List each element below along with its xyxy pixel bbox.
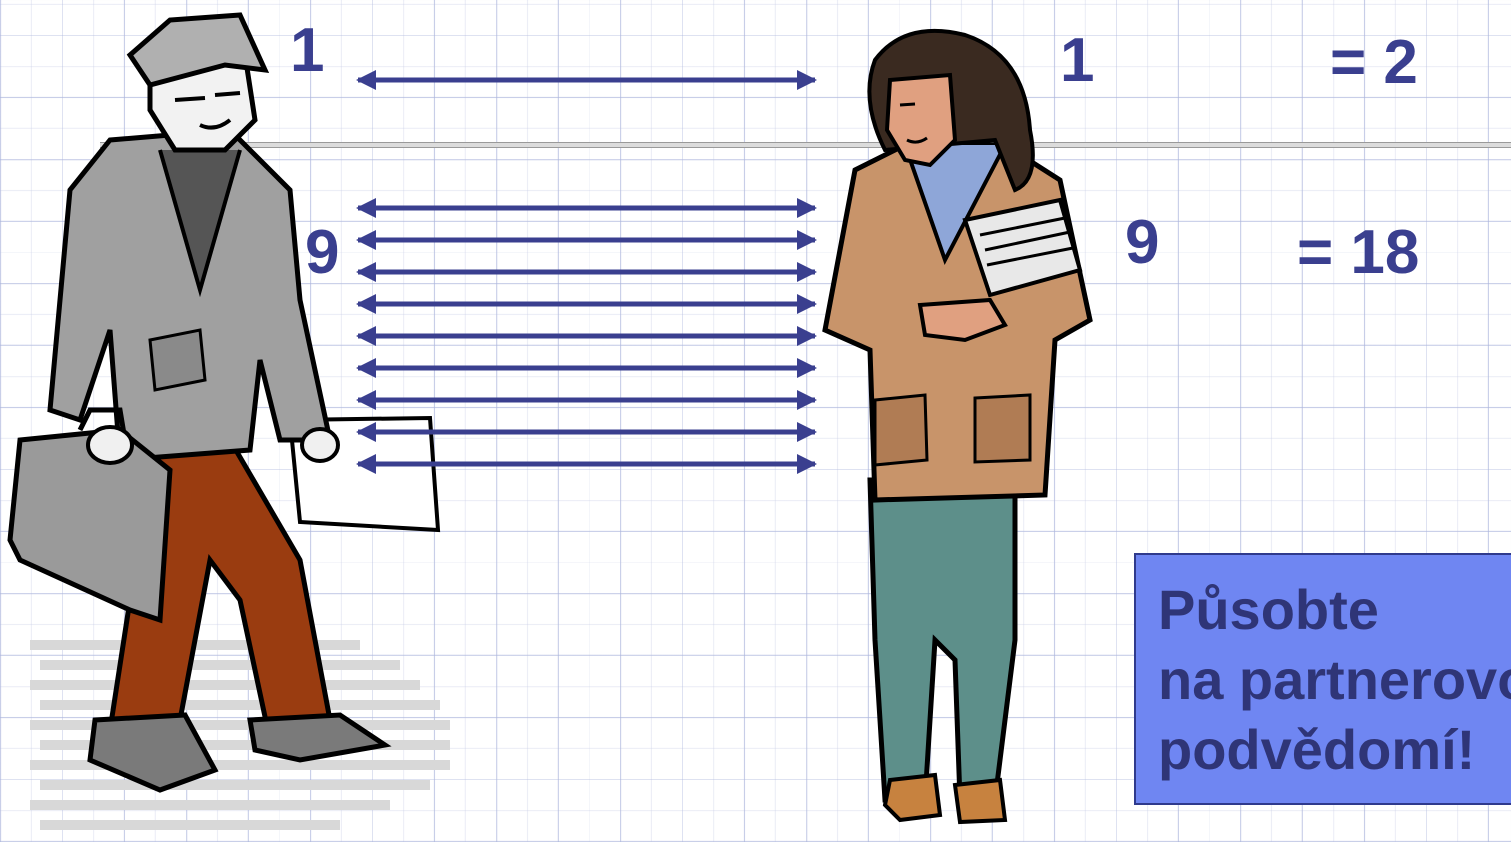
man-top-count: 1 [290, 16, 325, 85]
note-line-2: na partnerovo [1158, 648, 1511, 711]
note-line-1: Působte [1158, 578, 1379, 641]
woman-top-count: 1 [1060, 26, 1095, 95]
divider-line [100, 142, 1511, 148]
top-sum: = 2 [1330, 28, 1418, 97]
man-bottom-count: 9 [305, 218, 340, 287]
note-line-3: podvědomí! [1158, 718, 1476, 781]
man-with-briefcase-illustration [7, 12, 450, 830]
bottom-sum: = 18 [1297, 218, 1420, 287]
woman-bottom-count: 9 [1125, 208, 1160, 277]
woman-with-books-illustration [822, 28, 1093, 825]
note-box: Působte na partnerovo podvědomí! [1134, 553, 1511, 805]
